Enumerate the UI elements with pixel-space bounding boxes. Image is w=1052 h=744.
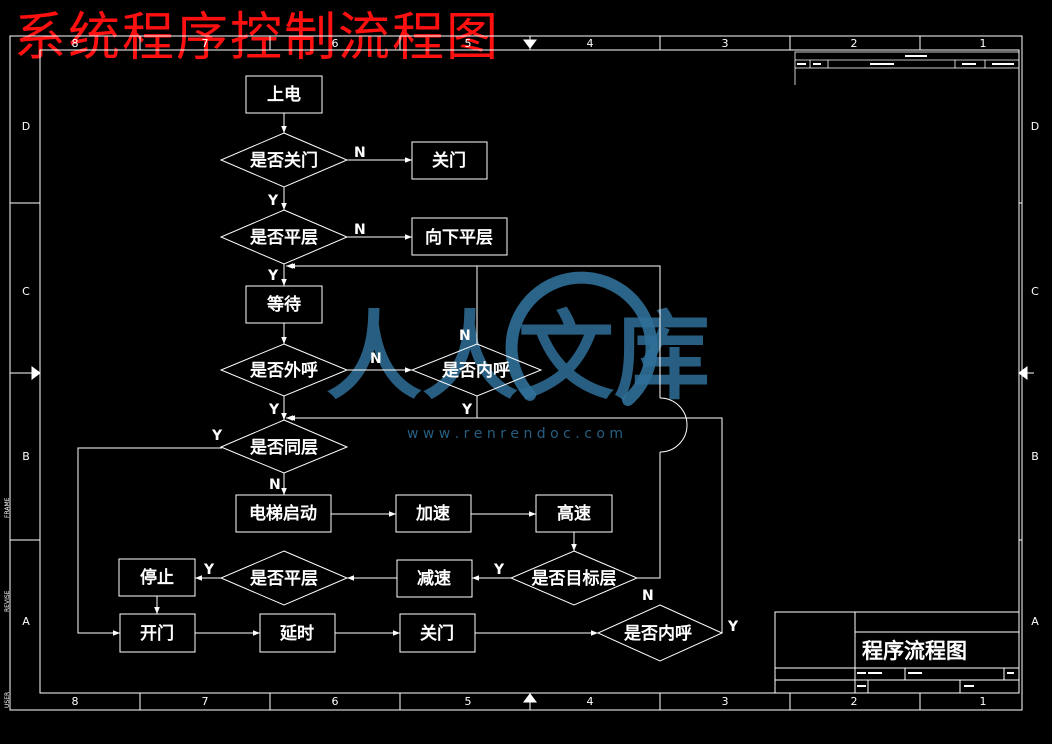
branch-door-closed-no: N: [354, 145, 366, 161]
node-start-box: [235, 494, 332, 533]
node-delay-box: [259, 613, 336, 653]
watermark: 人人文库 w w w . r e n r e n d o c . c o m: [326, 271, 710, 442]
watermark-ring: [505, 271, 658, 406]
branch-internal-call-2-yes: Y: [727, 619, 739, 635]
node-decelerate-label: 减速: [417, 568, 451, 589]
zone-col-3-top: 3: [722, 37, 729, 50]
node-is-door-closed-diamond: [219, 132, 349, 188]
zone-col-2-bottom: 2: [851, 695, 858, 708]
node-internal-call-1-diamond: [410, 343, 543, 397]
title-block: [774, 611, 1020, 694]
branch-is-level-yes: Y: [267, 268, 279, 284]
node-internal-call-1-label: 是否内呼: [442, 360, 510, 381]
node-stop-box: [118, 558, 196, 597]
zone-col-7-top: 7: [202, 37, 209, 50]
zone-row-a-left: A: [22, 615, 30, 628]
branch-internal-call-1-no: N: [459, 328, 471, 344]
branch-door-closed-yes: Y: [267, 193, 279, 209]
zone-col-6-top: 6: [332, 37, 339, 50]
node-same-floor-diamond: [219, 419, 349, 474]
zone-col-1-bottom: 1: [980, 695, 987, 708]
branch-same-floor-no: N: [269, 477, 281, 493]
node-external-call-diamond: [219, 343, 349, 397]
zone-row-d-right: D: [1031, 120, 1039, 133]
node-is-door-closed-label: 是否关门: [250, 150, 318, 171]
centering-marks: [22, 36, 1034, 710]
side-label-frame: FRAME: [4, 497, 11, 518]
node-high-speed-label: 高速: [557, 503, 591, 524]
node-power-on-label: 上电: [267, 84, 301, 105]
node-open-door-label: 开门: [140, 623, 174, 644]
node-wait-label: 等待: [267, 294, 301, 315]
node-target-floor-diamond: [509, 550, 639, 606]
node-internal-call-2-diamond: [596, 604, 724, 662]
node-level-down-label: 向下平层: [425, 227, 493, 248]
zone-row-c-left: C: [22, 285, 30, 298]
zone-col-2-top: 2: [851, 37, 858, 50]
node-close-door-box: [411, 141, 488, 180]
side-label-revise: REVISE: [4, 590, 11, 612]
flow-connectors: [77, 113, 723, 636]
node-target-floor-label: 是否目标层: [532, 568, 617, 589]
zone-row-b-left: B: [22, 450, 30, 463]
zone-row-b-right: B: [1031, 450, 1039, 463]
node-start-label: 电梯启动: [249, 503, 317, 524]
node-close-door-label: 关门: [432, 150, 466, 171]
branch-external-call-no: N: [370, 351, 382, 367]
branch-target-floor-yes: Y: [493, 562, 505, 578]
branch-internal-call-1-yes: Y: [461, 402, 473, 418]
zone-col-5-top: 5: [465, 37, 472, 50]
node-accelerate-box: [395, 494, 472, 533]
node-close-door-2-label: 关门: [420, 623, 454, 644]
node-is-level-2-diamond: [219, 550, 349, 606]
node-power-on-box: [245, 75, 323, 114]
zone-row-c-right: C: [1031, 285, 1039, 298]
zone-col-7-bottom: 7: [202, 695, 209, 708]
zone-row-a-right: A: [1031, 615, 1039, 628]
side-label-user: USER: [4, 692, 11, 708]
branch-target-floor-no: N: [642, 588, 654, 604]
branch-is-level-no: N: [354, 222, 366, 238]
node-internal-call-2-label: 是否内呼: [624, 623, 692, 644]
zone-col-1-top: 1: [980, 37, 987, 50]
zone-col-8-top: 8: [72, 37, 79, 50]
branch-external-call-yes: Y: [268, 402, 280, 418]
watermark-url: w w w . r e n r e n d o c . c o m: [407, 426, 623, 442]
zone-col-8-bottom: 8: [72, 695, 79, 708]
revision-block: [794, 51, 1020, 85]
node-decelerate-box: [396, 559, 473, 598]
node-external-call-label: 是否外呼: [250, 360, 318, 381]
node-same-floor-label: 是否同层: [250, 438, 318, 458]
title-block-drawing-title: 程序流程图: [862, 639, 967, 663]
zone-col-3-bottom: 3: [722, 695, 729, 708]
node-is-level-diamond: [219, 209, 349, 265]
node-high-speed-box: [535, 494, 613, 533]
branch-is-level-2-yes: Y: [203, 562, 215, 578]
zone-col-4-bottom: 4: [587, 695, 594, 708]
zone-col-6-bottom: 6: [332, 695, 339, 708]
zone-col-4-top: 4: [587, 37, 594, 50]
node-accelerate-label: 加速: [415, 503, 450, 524]
node-stop-label: 停止: [140, 567, 174, 588]
watermark-logo-text: 人人文库: [326, 301, 710, 413]
node-close-door-2-box: [399, 613, 476, 653]
zone-row-d-left: D: [22, 120, 30, 133]
node-is-level-label: 是否平层: [250, 228, 318, 248]
page-title: 系统程序控制流程图: [14, 8, 501, 68]
node-is-level-2-label: 是否平层: [250, 569, 318, 589]
node-delay-label: 延时: [279, 623, 314, 644]
node-level-down-box: [411, 217, 508, 256]
branch-same-floor-yes: Y: [211, 428, 223, 444]
zone-col-5-bottom: 5: [465, 695, 472, 708]
node-wait-box: [245, 285, 323, 324]
node-open-door-box: [119, 613, 196, 653]
